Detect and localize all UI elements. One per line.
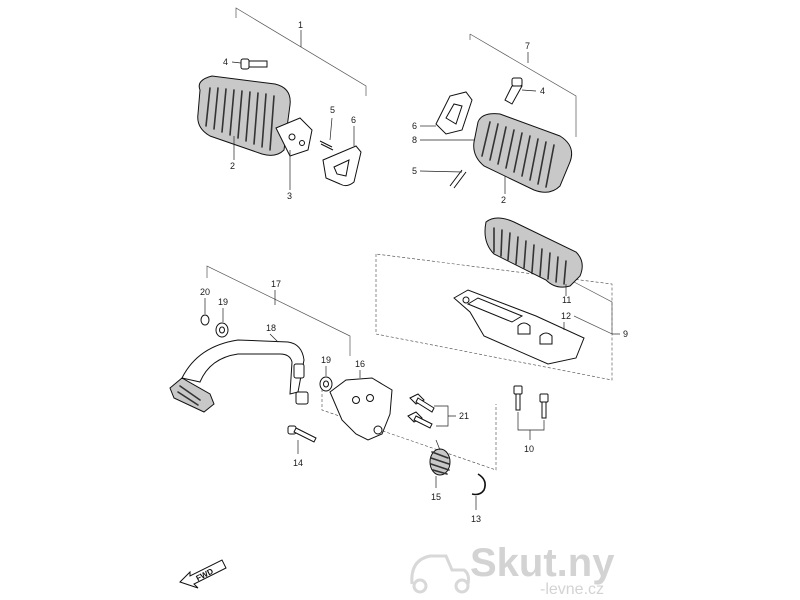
bolt-part-14 [287, 425, 317, 443]
kick-plate-part-16 [329, 377, 393, 441]
watermark: Skut.ny -levne.cz [410, 541, 615, 598]
callout-4-right: 4 [540, 86, 545, 96]
callout-10: 10 [524, 444, 534, 454]
washer-part-20 [200, 314, 210, 326]
leader-21 [434, 405, 456, 427]
callout-3: 3 [287, 191, 292, 201]
callout-2-right: 2 [501, 195, 506, 205]
leader-4-right [521, 89, 537, 92]
footrest-bracket-part-3 [275, 117, 313, 157]
plate-part-6-right [435, 91, 473, 135]
callout-2-left: 2 [230, 161, 235, 171]
callout-16: 16 [355, 359, 365, 369]
leader-5-right [419, 170, 463, 173]
callout-13: 13 [471, 514, 481, 524]
callout-15: 15 [431, 492, 441, 502]
arrow-icon [179, 559, 227, 589]
bolt-part-4-left [240, 58, 268, 70]
callout-20: 20 [200, 287, 210, 297]
callout-19-right: 19 [321, 355, 331, 365]
leader-4-left [231, 61, 242, 64]
callout-6-right: 6 [412, 121, 417, 131]
kick-lever-part-18 [169, 339, 309, 413]
callout-labels: 1 4 5 6 2 3 7 4 6 8 5 2 11 12 9 10 17 20… [200, 20, 628, 524]
cotter-pin-part-5-left [319, 140, 334, 151]
callout-5-left: 5 [330, 105, 335, 115]
bracket-7 [469, 33, 577, 137]
leader-18 [269, 333, 279, 343]
spring-part-15 [429, 439, 451, 476]
callout-18: 18 [266, 323, 276, 333]
callout-9: 9 [623, 329, 628, 339]
callout-12: 12 [561, 311, 571, 321]
bracket-9 [573, 281, 613, 335]
cotter-pin-part-5-right [449, 169, 467, 189]
callout-6-left: 6 [351, 115, 356, 125]
washer-part-19-right [319, 376, 333, 392]
scooter-logo-icon [410, 554, 470, 594]
washer-part-19-left [215, 322, 229, 338]
bolts-part-10 [513, 385, 549, 419]
callout-17: 17 [271, 279, 281, 289]
footrest-left-group [197, 7, 367, 190]
rear-footrest-group [375, 217, 620, 440]
footrest-rubber-part-2-right [473, 113, 573, 193]
rubber-grip-part-11 [484, 217, 583, 288]
leader-10 [517, 412, 545, 440]
leader-5-left [329, 117, 333, 141]
callout-8: 8 [412, 135, 417, 145]
bracket-17 [206, 265, 351, 356]
plate-part-6-left [322, 145, 362, 187]
watermark-sub: -levne.cz [540, 581, 604, 598]
footrest-right-group [419, 33, 577, 194]
callout-19-left: 19 [218, 297, 228, 307]
footrest-rubber-part-2-left [197, 75, 291, 156]
callout-7: 7 [525, 41, 530, 51]
callout-14: 14 [293, 458, 303, 468]
circlip-part-13 [471, 473, 486, 496]
callout-5-right: 5 [412, 166, 417, 176]
bolts-part-21 [407, 393, 435, 429]
watermark-brand: Skut.ny [470, 541, 615, 585]
callout-4-left: 4 [223, 57, 228, 67]
callout-21: 21 [459, 411, 469, 421]
kickstarter-group [169, 265, 497, 510]
callout-1: 1 [298, 20, 303, 30]
dashed-box-17 [321, 384, 497, 471]
footrest-bracket-part-12 [453, 289, 585, 365]
bolt-part-4-right [504, 77, 523, 105]
forward-direction-arrow: FWD [179, 559, 227, 589]
callout-11: 11 [562, 295, 571, 305]
